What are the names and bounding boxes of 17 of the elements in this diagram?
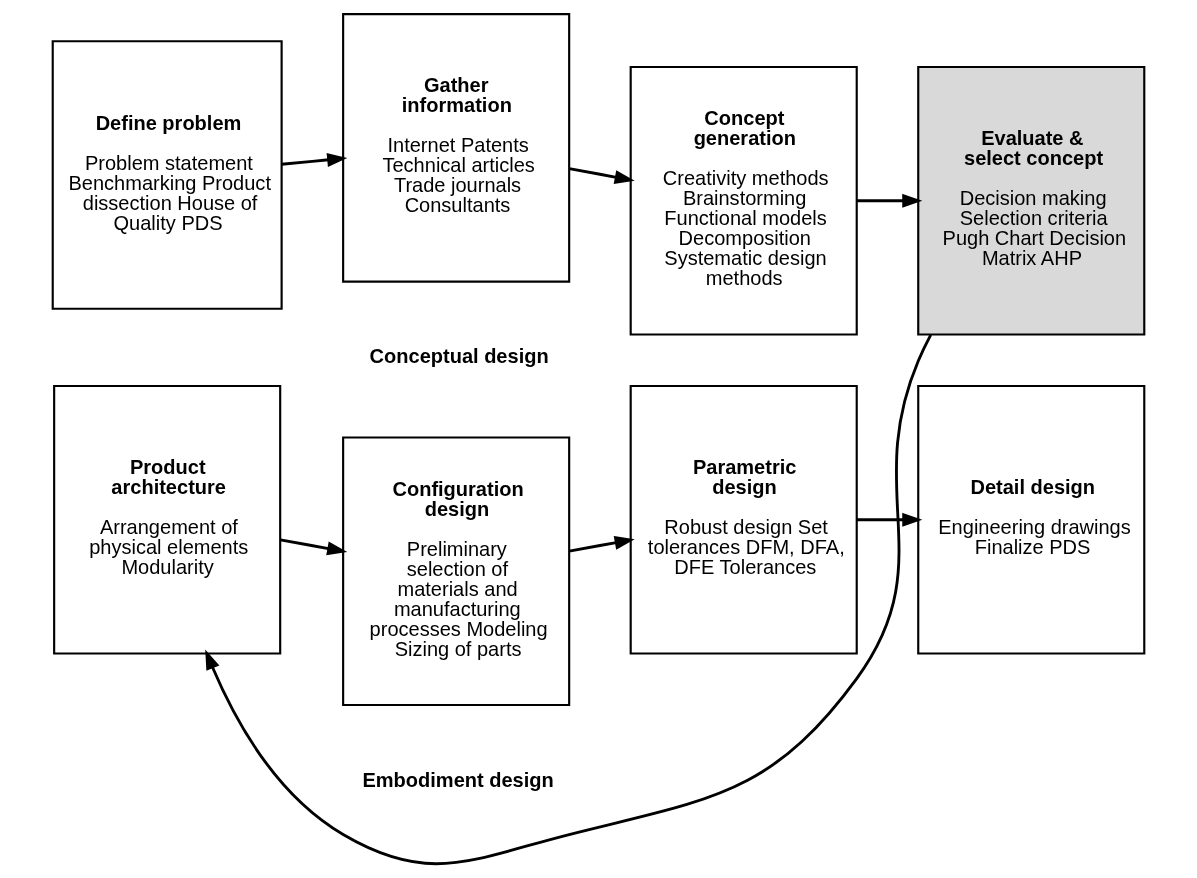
arrow [856, 512, 923, 527]
node-box: Define problem Problem statement Benchmarking Product dissection House of Quality PDS [51, 40, 283, 310]
node-box: Product architecture Arrangement of physical elements Modularity [53, 384, 282, 655]
node-box: Detail design Engineering drawings Finalize PDS [917, 384, 1146, 655]
node-box: Evaluate & select concept Decision making Selection criteria Pugh Chart Decision Matrix AHP [917, 65, 1146, 336]
arrow [281, 152, 348, 167]
node-box: Parametric design Robust design Set tolerances DFM, DFA, DFE Tolerances [629, 384, 858, 655]
node-box: Gather information Internet Patents Technical articles Trade journals Consultants [342, 13, 571, 283]
label: Conceptual design [369, 345, 549, 368]
arrow [569, 535, 635, 553]
label: Embodiment design [362, 768, 554, 791]
node-box: Concept generation Creativity methods Brainstorming Functional models Decomposition Systematic design methods [629, 65, 858, 336]
arrow [205, 334, 932, 866]
arrow [569, 167, 635, 184]
arrow [280, 538, 348, 556]
node-box: Configuration design Preliminary selection of materials and manufacturing processes Modeling Sizing of parts [342, 436, 571, 707]
arrow [856, 193, 923, 208]
